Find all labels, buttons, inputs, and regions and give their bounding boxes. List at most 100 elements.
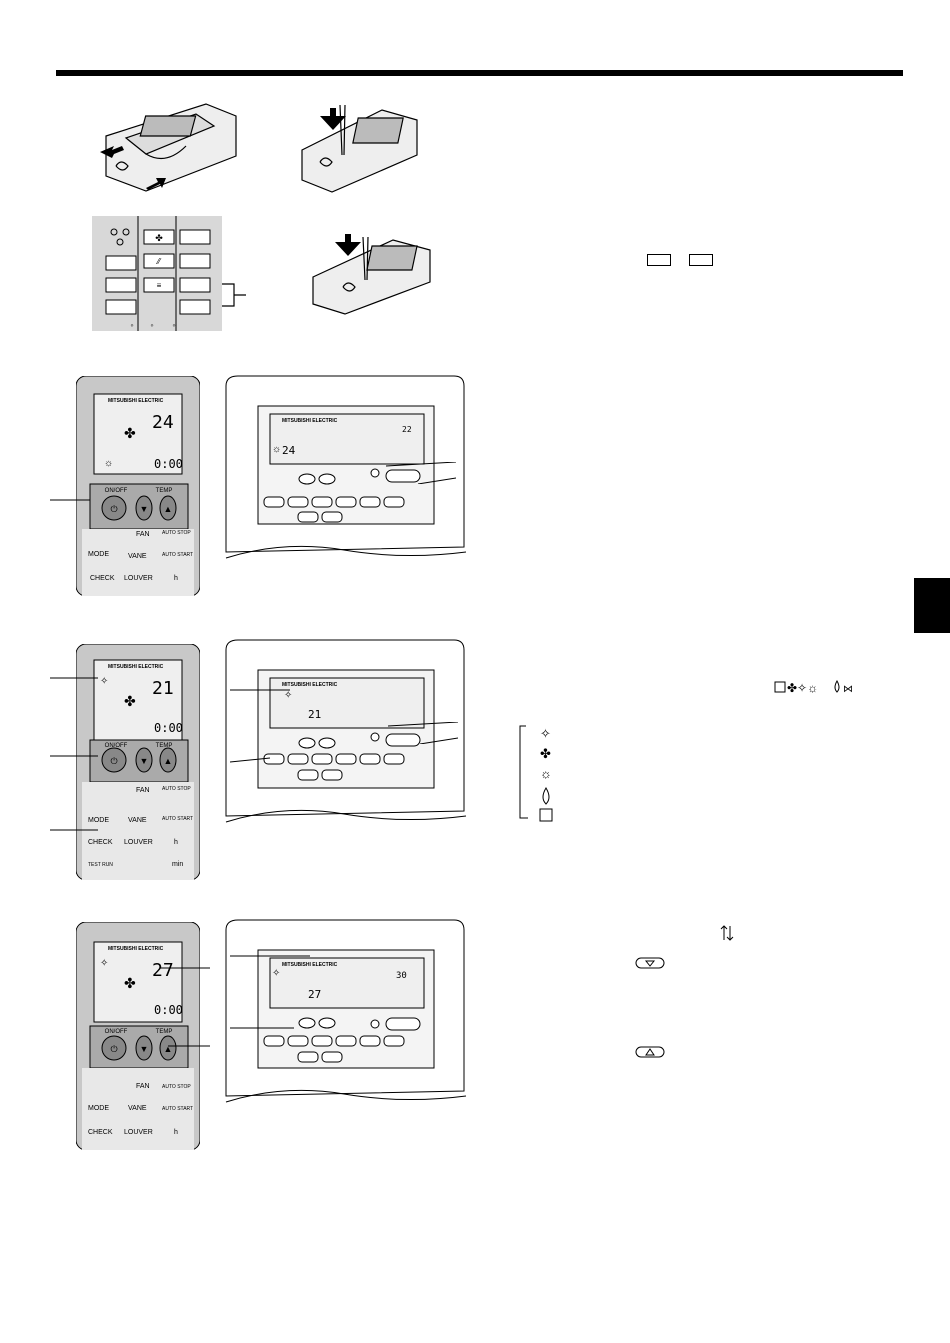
brand-label: MITSUBISHI ELECTRIC [108, 398, 164, 404]
inline-button-glyph [689, 254, 713, 266]
svg-text:CHECK: CHECK [88, 839, 113, 846]
up-triangle-icon: ▲ [164, 756, 173, 766]
svg-text:TEMP: TEMP [156, 1029, 173, 1035]
reset-button-illustration-2 [312, 234, 431, 315]
down-triangle-icon: ▼ [140, 756, 149, 766]
svg-text:AUTO START: AUTO START [162, 816, 193, 822]
svg-text:MODE: MODE [88, 551, 109, 558]
svg-text:◦: ◦ [172, 320, 175, 330]
section-tab-marker [914, 578, 950, 633]
fan-icon: ✤ [124, 975, 136, 991]
svg-text:VANE: VANE [128, 817, 147, 824]
wall-remote-3: MITSUBISHI ELECTRIC 27 30 ✧ [225, 919, 467, 1103]
svg-text:ON/OFF: ON/OFF [105, 743, 128, 749]
power-icon: ⏻ [110, 504, 117, 514]
svg-text:AUTO STOP: AUTO STOP [162, 786, 191, 792]
svg-text:24: 24 [282, 444, 296, 457]
svg-text:AUTO STOP: AUTO STOP [162, 530, 191, 536]
handheld-remote-3: MITSUBISHI ELECTRIC 27 0:00 ✧ ✤ ON/OFF T… [76, 922, 200, 1150]
down-triangle-icon: ▼ [140, 1044, 149, 1054]
cool-icon: ✧ [272, 968, 280, 979]
fan-icon: ✤ [124, 693, 136, 709]
svg-text:ON/OFF: ON/OFF [105, 488, 128, 494]
svg-text:LOUVER: LOUVER [124, 575, 153, 582]
svg-text:TEST RUN: TEST RUN [88, 862, 113, 868]
callout-bracket [222, 283, 246, 307]
cool-icon: ✧ [100, 676, 108, 687]
power-icon: ⏻ [110, 756, 117, 766]
remote-buttons-closeup: ✤ ⁄⁄ ≡ ◦ ◦ ◦ [92, 216, 222, 331]
svg-text:MITSUBISHI ELECTRIC: MITSUBISHI ELECTRIC [282, 682, 338, 688]
svg-text:24: 24 [152, 412, 174, 433]
arrow-left-icon [100, 146, 124, 158]
heat-icon: ☼ [272, 444, 281, 455]
fan-icon: ✤ [155, 233, 163, 243]
svg-text:0:00: 0:00 [154, 1003, 183, 1017]
auto-icon [539, 808, 553, 822]
svg-text:✤✧☼: ✤✧☼ [787, 681, 818, 695]
dry-icon [542, 787, 550, 805]
svg-text:MITSUBISHI ELECTRIC: MITSUBISHI ELECTRIC [282, 962, 338, 968]
callout-lines [386, 462, 456, 484]
svg-text:VANE: VANE [128, 1105, 147, 1112]
svg-text:h: h [174, 1129, 178, 1136]
svg-text:22: 22 [402, 425, 412, 434]
svg-text:h: h [174, 839, 178, 846]
svg-text:30: 30 [396, 971, 407, 981]
arrow-down-icon [320, 108, 346, 130]
cool-icon: ✧ [100, 958, 108, 969]
svg-text:FAN: FAN [136, 531, 150, 538]
battery-cover-illustration [100, 103, 237, 192]
svg-text:min: min [172, 861, 183, 868]
inline-button-glyph [647, 254, 671, 266]
svg-text:ON/OFF: ON/OFF [105, 1029, 128, 1035]
fan-icon: ✤ [124, 425, 136, 441]
up-triangle-icon [635, 1046, 665, 1058]
svg-text:◦: ◦ [130, 320, 133, 330]
svg-text:MODE: MODE [88, 817, 109, 824]
callout-line [50, 499, 90, 501]
up-triangle-icon: ▲ [164, 1044, 173, 1054]
louver-icon: ≡ [157, 281, 162, 290]
svg-text:CHECK: CHECK [90, 575, 115, 582]
svg-text:AUTO START: AUTO START [162, 552, 193, 558]
svg-text:VANE: VANE [128, 553, 147, 560]
svg-text:LOUVER: LOUVER [124, 1129, 153, 1136]
svg-text:MITSUBISHI ELECTRIC: MITSUBISHI ELECTRIC [108, 946, 164, 952]
mode-list: ✧ ✤ ☼ [519, 725, 553, 822]
temp-arrows-icon [720, 925, 734, 941]
svg-text:h: h [174, 575, 178, 582]
heat-icon: ☼ [104, 458, 113, 469]
up-triangle-icon: ▲ [164, 504, 173, 514]
down-triangle-icon: ▼ [140, 504, 149, 514]
arrow-right-icon [146, 178, 166, 190]
svg-text:AUTO STOP: AUTO STOP [162, 1084, 191, 1090]
svg-text:LOUVER: LOUVER [124, 839, 153, 846]
down-triangle-icon [635, 957, 665, 969]
vane-icon: ⁄⁄ [156, 257, 162, 266]
svg-text:AUTO START: AUTO START [162, 1106, 193, 1112]
reset-button-illustration-1 [301, 104, 418, 193]
mode-sequence-icons: ✤✧☼ ⋈ [774, 679, 853, 695]
callout-lines [160, 967, 210, 1047]
svg-text:27: 27 [152, 960, 174, 981]
svg-text:21: 21 [152, 678, 174, 699]
svg-text:◦: ◦ [150, 320, 153, 330]
callout-lines [230, 689, 290, 763]
svg-text:0:00: 0:00 [154, 721, 183, 735]
power-icon: ⏻ [110, 1044, 117, 1054]
svg-text:FAN: FAN [136, 787, 150, 794]
callout-lines [50, 677, 98, 831]
cool-icon: ✧ [540, 726, 551, 741]
svg-text:FAN: FAN [136, 1083, 150, 1090]
handheld-remote-1: MITSUBISHI ELECTRIC 24 0:00 ✤ ☼ ON/OFF T… [76, 376, 200, 596]
svg-text:TEMP: TEMP [156, 743, 173, 749]
handheld-remote-2: MITSUBISHI ELECTRIC 21 0:00 ✧ ✤ ON/OFF T… [76, 644, 200, 880]
svg-text:0:00: 0:00 [154, 457, 183, 471]
svg-text:27: 27 [308, 988, 321, 1001]
svg-text:⋈: ⋈ [843, 684, 853, 695]
svg-text:21: 21 [308, 708, 321, 721]
heat-icon: ☼ [540, 766, 552, 781]
wall-remote-2: MITSUBISHI ELECTRIC 21 ✧ [225, 639, 467, 823]
cool-icon: ✧ [284, 690, 292, 701]
